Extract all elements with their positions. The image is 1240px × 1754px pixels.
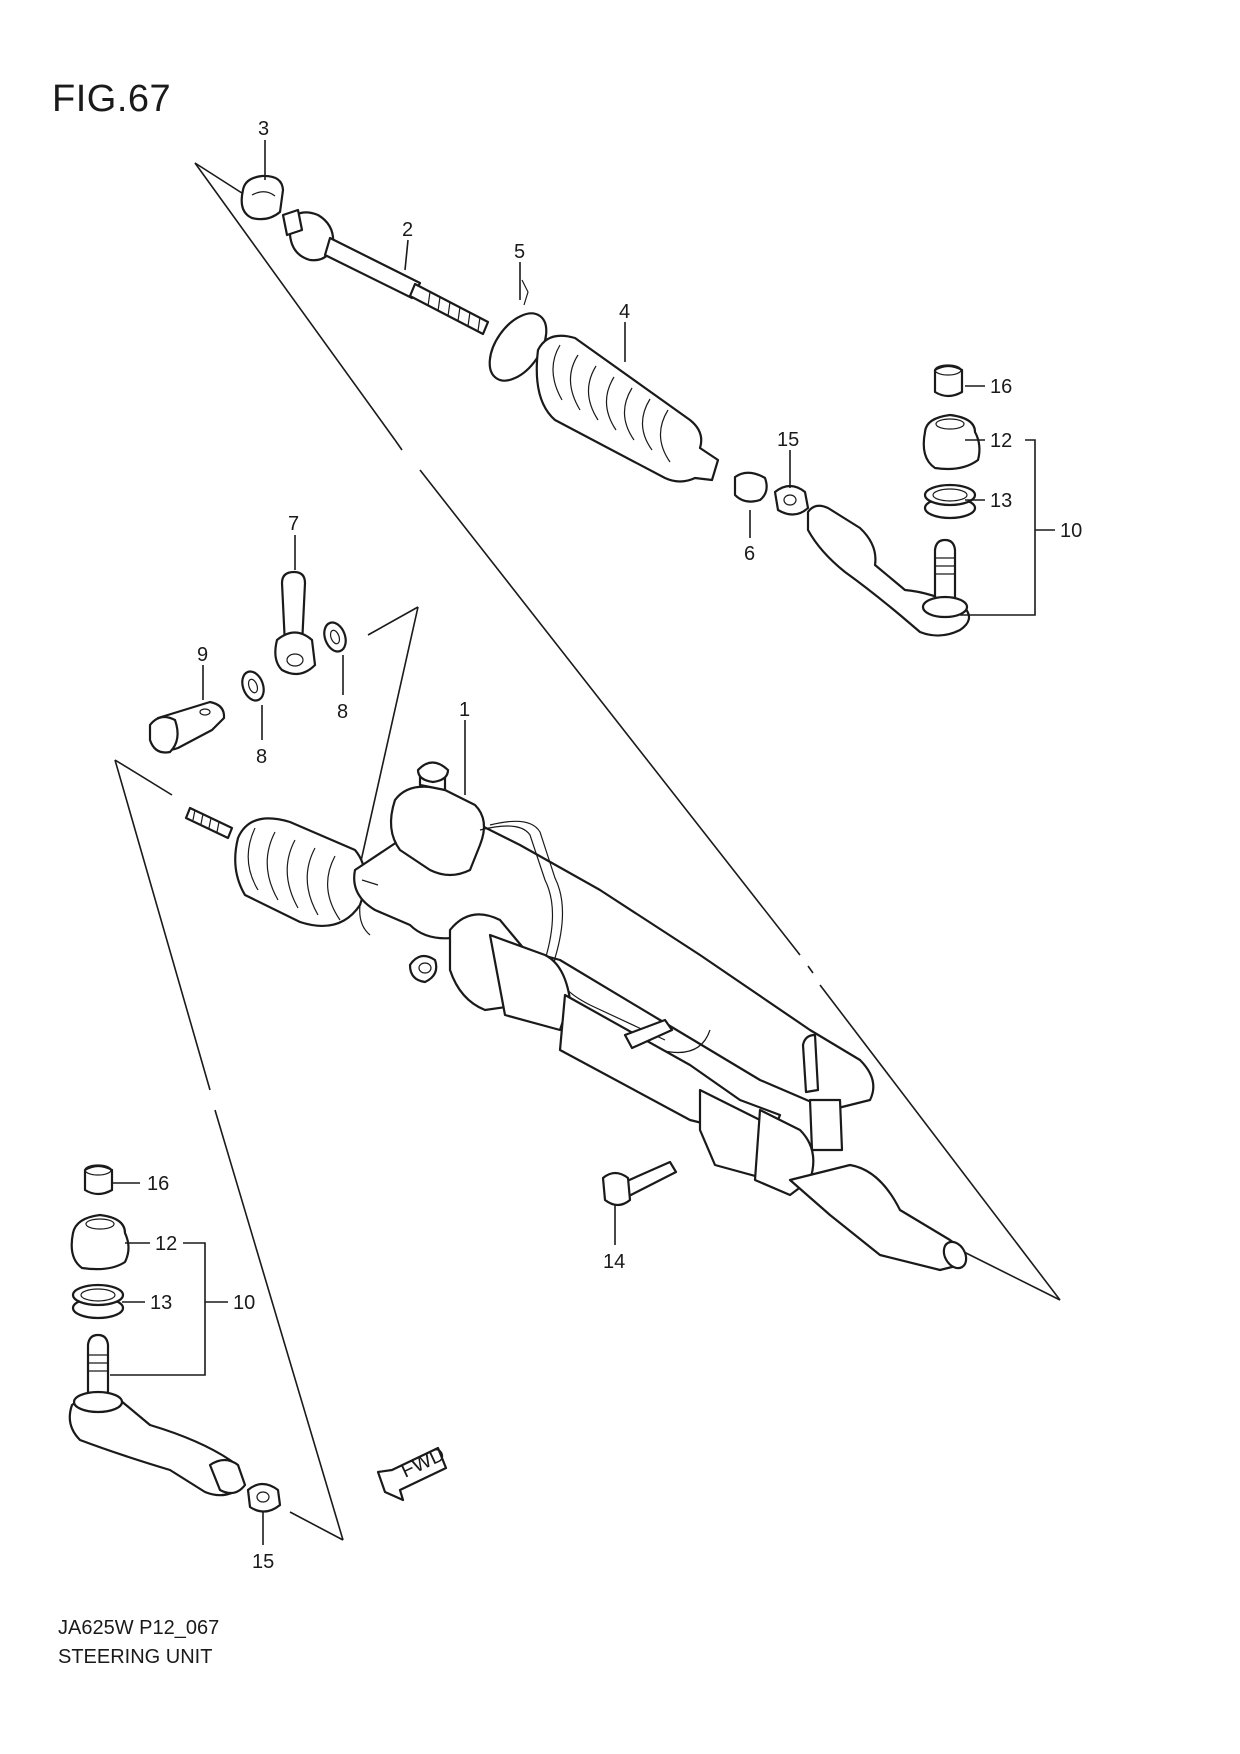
part-13-clip-ring-lower: [71, 1283, 125, 1320]
upper-assembly-guide-lines: [194, 162, 1061, 1301]
part-7-union-bolt: [274, 570, 317, 676]
part-3-lock-ring: [240, 174, 285, 221]
part-16-castle-nut-lower: [83, 1164, 114, 1196]
callout-8-left: 8: [256, 746, 267, 768]
part-13-clip-ring-upper: [923, 483, 977, 520]
callout-3: 3: [258, 118, 269, 140]
callout-2: 2: [402, 219, 413, 241]
part-12-dust-cover-lower: [70, 1213, 130, 1271]
lower-assembly-guide-lines: [114, 759, 344, 1541]
callout-13-lower: 13: [150, 1292, 172, 1314]
callout-6: 6: [744, 543, 755, 565]
part-10-tie-rod-end-left: [68, 1333, 247, 1497]
figure-title: FIG.67: [52, 78, 172, 120]
callout-16-lower: 16: [147, 1173, 169, 1195]
part-9-bolt: [148, 700, 226, 754]
part-12-dust-cover-upper: [922, 413, 981, 471]
callout-labels: 3 2 5 4 15 6 16 12 13 10 7 8 8 9 1 16 12…: [147, 118, 1082, 1573]
callout-15-upper: 15: [777, 429, 799, 451]
callout-4: 4: [619, 301, 630, 323]
part-15-lock-nut-lower: [246, 1482, 282, 1513]
part-15-lock-nut-upper: [773, 484, 810, 516]
callout-12-upper: 12: [990, 430, 1012, 452]
callout-14: 14: [603, 1251, 625, 1273]
callout-10: 10: [233, 1292, 255, 1314]
callout-12-lower: 12: [155, 1233, 177, 1255]
callout-16-upper: 16: [990, 376, 1012, 398]
part-16-castle-nut-upper: [933, 364, 964, 398]
callout-15-lower: 15: [252, 1551, 274, 1573]
part-14-mounting-bolt: [601, 1160, 678, 1207]
part-2-inner-tie-rod: [281, 208, 490, 336]
callout-7: 7: [288, 513, 299, 535]
drawing-code: JA625W P12_067: [58, 1617, 220, 1639]
callout-13-upper: 13: [990, 490, 1012, 512]
callout-11: 10: [1060, 520, 1082, 542]
part-1-steering-gear-assembly: [184, 761, 968, 1272]
callout-1: 1: [459, 699, 470, 721]
callout-8-right: 8: [337, 701, 348, 723]
part-8-washer-right: [323, 621, 347, 653]
drawing-name: STEERING UNIT: [58, 1646, 213, 1668]
callout-leader-lines: [110, 140, 1055, 1545]
part-6-clamp: [733, 471, 768, 503]
part-4-steering-boot: [535, 334, 720, 483]
callout-5: 5: [514, 241, 525, 263]
callout-9: 9: [197, 644, 208, 666]
forward-direction-arrow: FWD: [376, 1443, 448, 1502]
part-11-tie-rod-end-right: [806, 504, 971, 637]
part-8-washer-left: [241, 670, 265, 702]
